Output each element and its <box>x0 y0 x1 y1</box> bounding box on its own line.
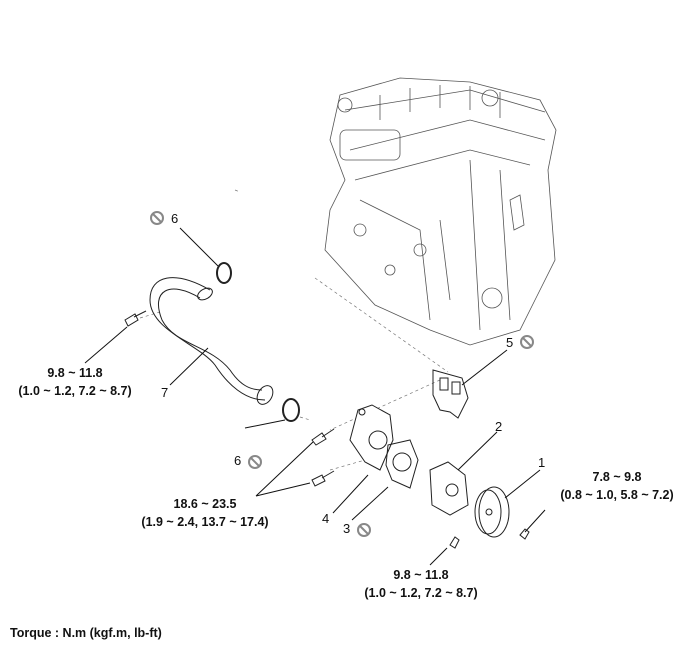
callout-5: 5 <box>506 335 514 350</box>
pulley <box>474 486 510 538</box>
water-pump <box>429 461 469 516</box>
gasket-3 <box>385 439 419 489</box>
torque-pipe-bolt: 9.8 ~ 11.8 (1.0 ~ 1.2, 7.2 ~ 8.7) <box>18 366 132 398</box>
water-pump-housing <box>349 404 394 471</box>
torque-housing-bolts: 18.6 ~ 23.5 (1.9 ~ 2.4, 13.7 ~ 17.4) <box>141 497 269 529</box>
engine-block <box>324 77 557 346</box>
callout-1: 1 <box>538 455 546 470</box>
water-pipe <box>149 277 274 405</box>
pipe-bolt <box>124 310 147 327</box>
o-ring-top <box>216 262 232 284</box>
torque-pump-bolt: 9.8 ~ 11.8 (1.0 ~ 1.2, 7.2 ~ 8.7) <box>364 568 478 600</box>
o-ring-bottom <box>282 398 300 422</box>
callout-6-bottom: 6 <box>234 453 242 468</box>
torque-units-footer: Torque : N.m (kgf.m, lb-ft) <box>10 626 162 640</box>
callout-3: 3 <box>343 521 351 536</box>
no-reuse-symbol-icon <box>357 523 371 537</box>
callout-6-top: 6 <box>171 211 179 226</box>
callout-2: 2 <box>495 419 503 434</box>
gasket-5 <box>432 369 469 419</box>
torque-pulley-bolt: 7.8 ~ 9.8 (0.8 ~ 1.0, 5.8 ~ 7.2) <box>560 470 674 502</box>
no-reuse-symbol-icon <box>248 455 262 469</box>
no-reuse-symbol-icon <box>150 211 164 225</box>
callout-4: 4 <box>322 511 330 526</box>
callout-7: 7 <box>161 385 169 400</box>
no-reuse-symbol-icon <box>520 335 534 349</box>
